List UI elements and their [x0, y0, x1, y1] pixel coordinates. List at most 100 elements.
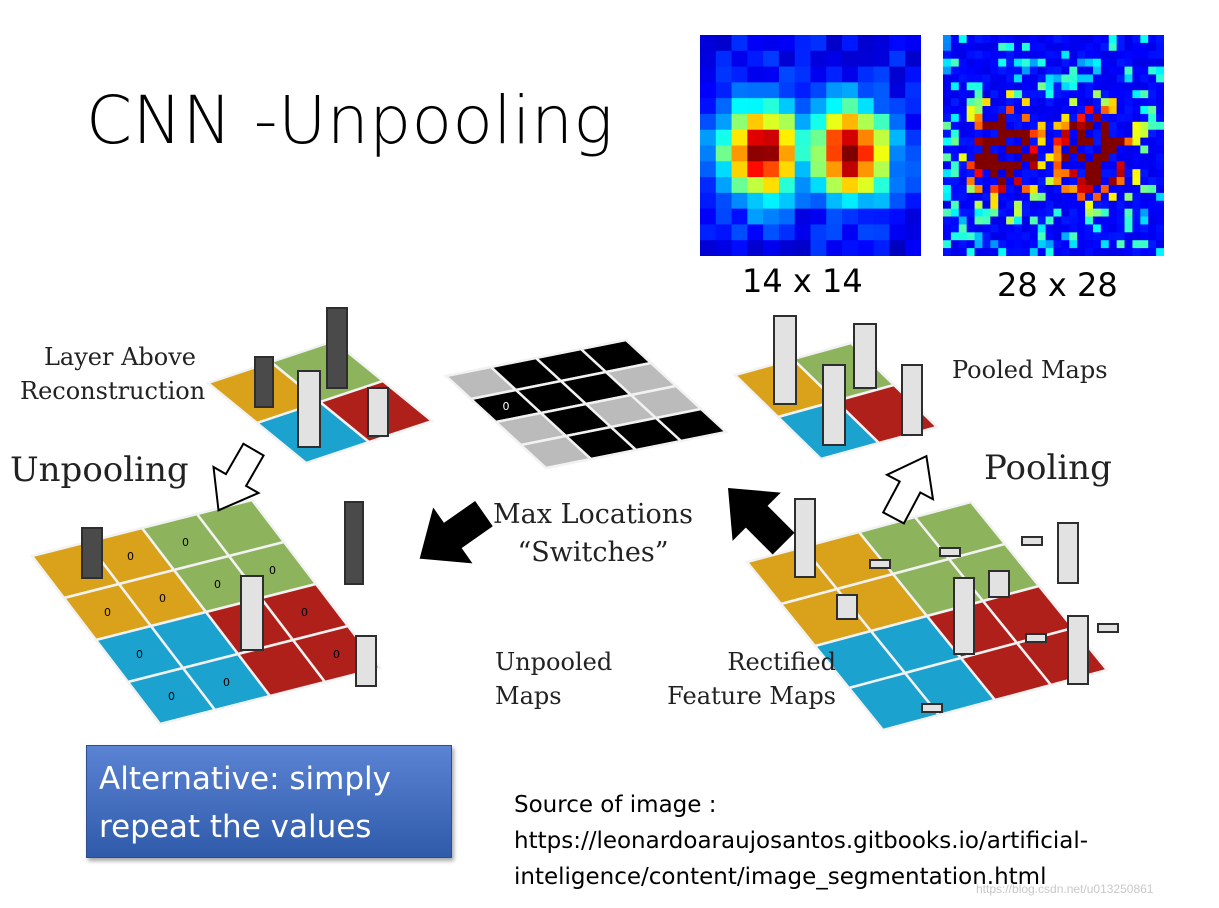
- heat-cell: [1124, 248, 1133, 256]
- heat-cell: [958, 137, 968, 146]
- heat-cell: [966, 98, 975, 107]
- heat-cell: [1156, 42, 1164, 52]
- heat-cell: [905, 82, 921, 99]
- heat-cell: [778, 113, 796, 131]
- heat-cell: [778, 66, 796, 83]
- heat-cell: [998, 177, 1007, 186]
- heat-cell: [1140, 224, 1149, 233]
- heat-cell: [1021, 224, 1031, 233]
- heat-cell: [731, 82, 748, 99]
- heat-cell: [974, 129, 983, 139]
- heat-cell: [966, 161, 975, 170]
- heat-cell: [873, 113, 890, 131]
- heat-cell: [1077, 248, 1086, 256]
- heat-cell: [763, 177, 780, 194]
- heat-cell: [990, 98, 999, 107]
- heatmap-28x28: [943, 35, 1164, 256]
- heat-cell: [974, 240, 983, 249]
- heat-cell: [990, 129, 999, 139]
- heat-cell: [1108, 106, 1118, 115]
- heat-cell: [1053, 153, 1062, 162]
- heat-cell: [1014, 169, 1023, 178]
- heat-cell: [998, 145, 1007, 154]
- heat-cell: [998, 35, 1007, 44]
- heat-cell: [731, 161, 748, 178]
- heat-cell: [1077, 66, 1086, 75]
- heat-cell: [1045, 106, 1054, 115]
- slide-title: CNN -Unpooling: [86, 82, 614, 159]
- small-bar: [869, 559, 891, 569]
- heat-cell: [1148, 192, 1157, 202]
- heat-cell: [1021, 35, 1031, 44]
- heat-cell: [794, 145, 811, 162]
- heat-cell: [873, 66, 890, 83]
- zero-value: 0: [104, 606, 111, 619]
- heat-cell: [1061, 208, 1070, 217]
- heat-cell: [990, 42, 999, 52]
- heat-cell: [1077, 177, 1086, 186]
- heat-cell: [1116, 145, 1125, 154]
- heat-cell: [1148, 50, 1157, 60]
- heat-cell: [1124, 98, 1133, 107]
- heat-cell: [1100, 137, 1110, 146]
- heat-cell: [1021, 58, 1031, 67]
- heat-cell: [1124, 184, 1133, 194]
- heat-cell: [998, 184, 1007, 194]
- heat-cell: [1156, 74, 1164, 83]
- heat-cell: [974, 66, 983, 75]
- heat-cell: [1140, 74, 1149, 83]
- heat-cell: [1045, 240, 1054, 249]
- heat-cell: [889, 177, 906, 194]
- heat-cell: [1156, 50, 1164, 60]
- heat-cell: [1006, 161, 1015, 170]
- heat-cell: [1061, 113, 1070, 123]
- heat-cell: [1006, 184, 1015, 194]
- heat-cell: [1140, 121, 1149, 131]
- heat-cell: [958, 50, 968, 60]
- heat-cell: [1006, 42, 1015, 52]
- heat-cell: [998, 153, 1007, 162]
- heat-cell: [1069, 145, 1078, 154]
- heat-cell: [1045, 137, 1054, 146]
- heat-cell: [1077, 98, 1086, 107]
- heat-cell: [794, 35, 811, 52]
- heat-cell: [1085, 50, 1094, 60]
- heat-cell: [810, 50, 827, 67]
- heat-cell: [958, 35, 968, 44]
- heat-cell: [943, 208, 952, 217]
- heat-cell: [1148, 137, 1157, 146]
- heat-cell: [1029, 35, 1039, 44]
- heat-cell: [1021, 208, 1031, 217]
- heat-cell: [982, 90, 991, 99]
- heat-cell: [1021, 106, 1031, 115]
- heat-cell: [1053, 192, 1062, 202]
- heat-cell: [1140, 153, 1149, 162]
- heat-cell: [1148, 240, 1157, 249]
- heat-cell: [990, 240, 999, 249]
- heat-cell: [873, 240, 890, 256]
- heat-cell: [974, 98, 983, 107]
- heat-cell: [1069, 74, 1078, 83]
- heat-cell: [1140, 113, 1149, 123]
- heat-cell: [778, 240, 796, 256]
- heat-cell: [1045, 50, 1054, 60]
- heat-cell: [763, 82, 780, 99]
- zero-value: 0: [214, 578, 221, 591]
- heat-cell: [966, 248, 975, 256]
- heat-cell: [974, 50, 983, 60]
- heat-cell: [966, 106, 975, 115]
- heat-cell: [982, 121, 991, 131]
- heat-cell: [1021, 240, 1031, 249]
- heat-cell: [1061, 35, 1070, 44]
- heat-cell: [1037, 169, 1047, 178]
- heat-cell: [1108, 240, 1118, 249]
- heat-cell: [1108, 35, 1118, 44]
- heat-cell: [998, 58, 1007, 67]
- heat-cell: [1132, 106, 1141, 115]
- heat-cell: [842, 50, 859, 67]
- heat-cell: [857, 82, 875, 99]
- heat-cell: [982, 113, 991, 123]
- heat-cell: [990, 224, 999, 233]
- zero-value: 0: [223, 676, 230, 689]
- heat-cell: [1006, 137, 1015, 146]
